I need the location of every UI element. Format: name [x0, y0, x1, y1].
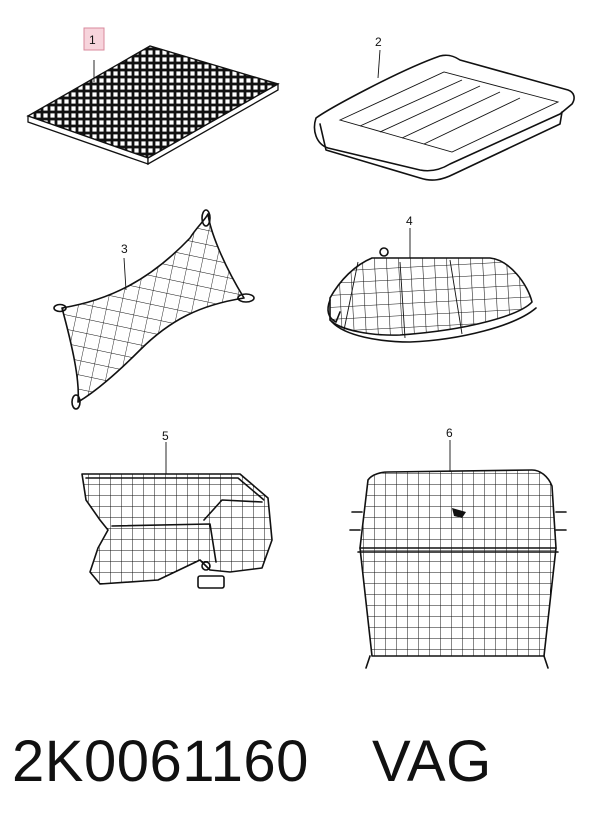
callout-2-label: 2: [375, 35, 382, 49]
brand-label: VAG: [372, 729, 492, 794]
callout-1-label: 1: [89, 33, 96, 47]
part-6-dog-guard: 6: [349, 426, 567, 669]
net-corner-loop-icon: [71, 394, 81, 410]
part-1-mesh-mat: 1: [26, 27, 280, 166]
callout-3-label: 3: [121, 242, 128, 256]
net-corner-loop-icon: [53, 303, 67, 313]
part-3-luggage-net: 3: [53, 209, 255, 410]
mount-bracket-icon: [197, 575, 225, 589]
callout-4-label: 4: [406, 214, 413, 228]
part-5-split-floor-grid: 5: [81, 429, 273, 589]
parts-diagram: 1 2 3 4: [26, 27, 575, 669]
part-2-boot-tray: 2: [313, 35, 575, 181]
net-corner-loop-icon: [201, 209, 211, 227]
callout-6-label: 6: [446, 426, 453, 440]
latch-icon: [452, 508, 466, 518]
callout-5-label: 5: [162, 429, 169, 443]
callout-1-highlight: [83, 27, 105, 51]
part-4-grid-liner: 4: [327, 214, 537, 343]
net-corner-loop-icon: [237, 293, 255, 303]
clip-icon: [379, 247, 389, 257]
part-number: 2K0061160: [12, 729, 309, 794]
